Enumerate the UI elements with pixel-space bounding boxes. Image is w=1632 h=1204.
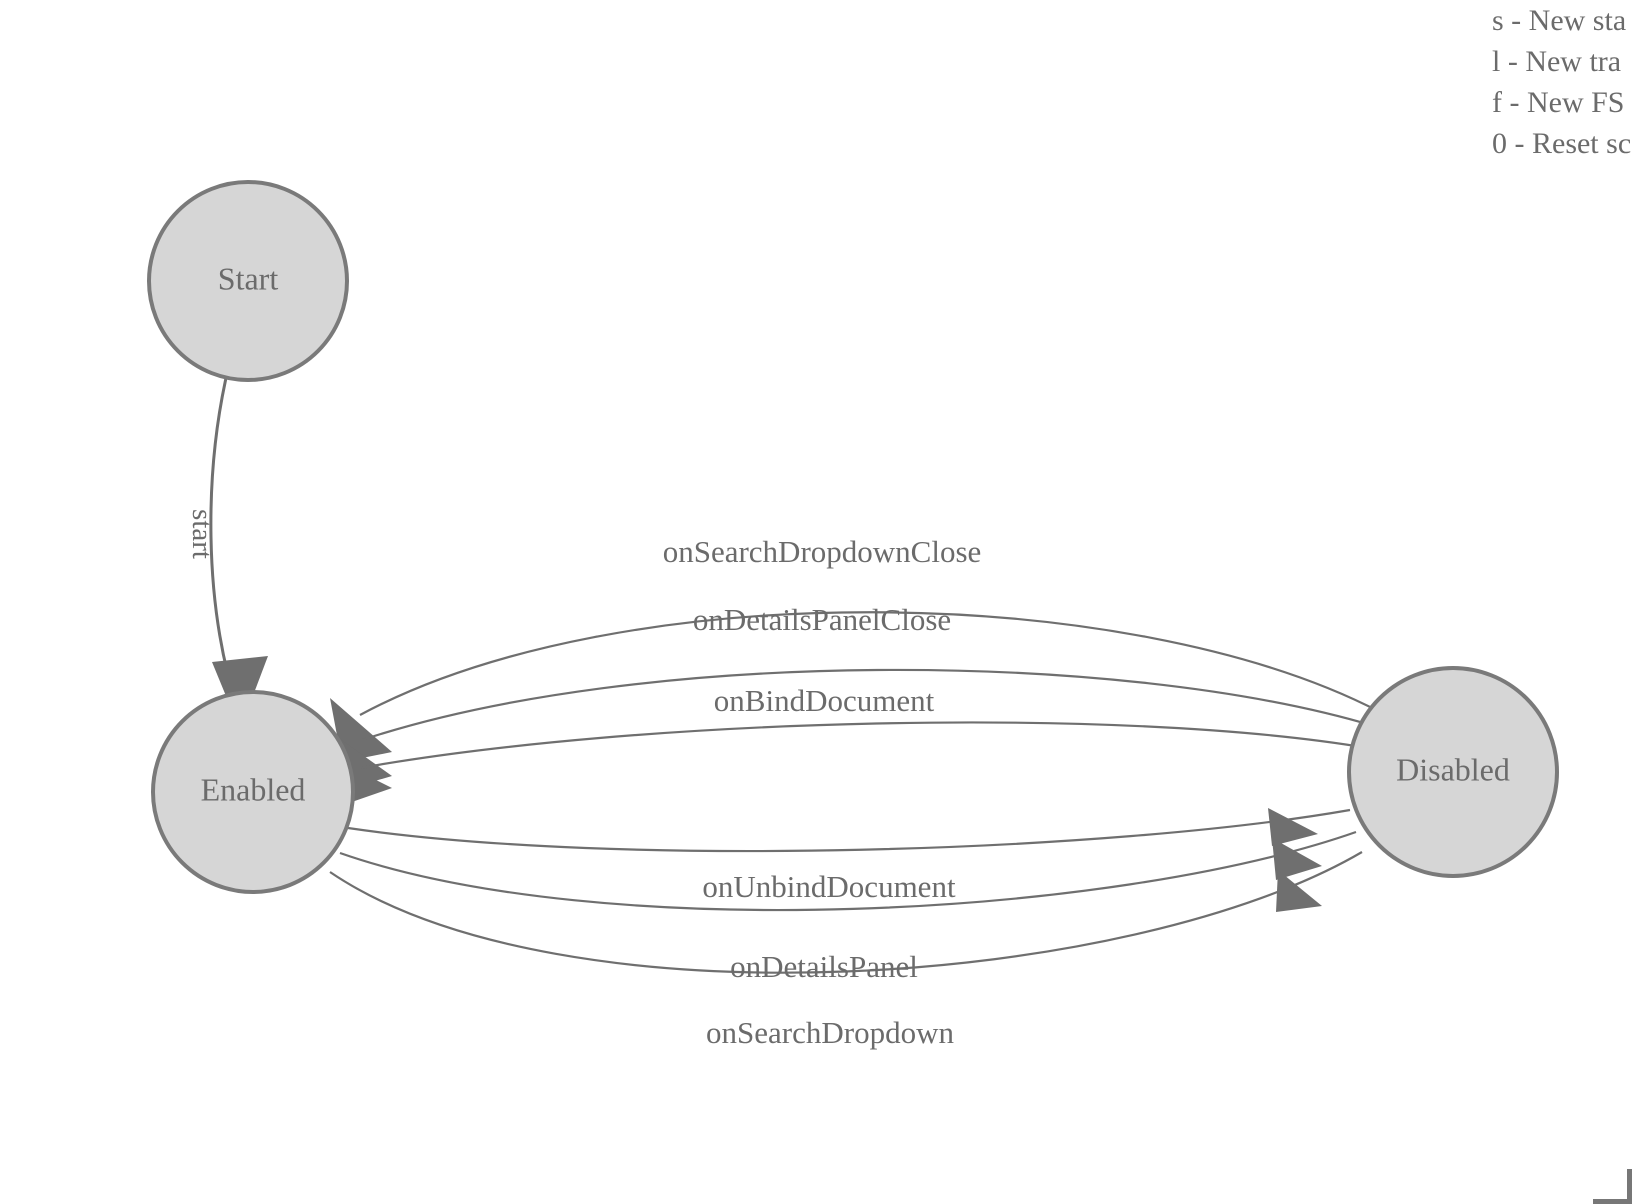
edge-label-onbinddocument: onBindDocument — [714, 683, 935, 718]
node-enabled-label: Enabled — [201, 771, 306, 807]
edge-onbinddocument[interactable] — [340, 721, 1369, 804]
edge-path-onbinddocument — [359, 721, 1369, 770]
legend-line-new-fsm: f - New FS — [1492, 86, 1625, 119]
legend-line-new-transition: l - New tra — [1492, 45, 1622, 78]
node-disabled[interactable]: Disabled — [1347, 666, 1559, 878]
node-enabled[interactable]: Enabled — [151, 690, 355, 894]
legend-line-new-state: s - New sta — [1492, 4, 1627, 37]
edge-path-ondetailspanel — [339, 830, 1357, 912]
edge-label-onsearchdropdown: onSearchDropdown — [706, 1015, 954, 1050]
legend-line-reset: 0 - Reset sc — [1492, 127, 1632, 160]
edge-onsearchdropdown[interactable] — [329, 851, 1363, 974]
edge-label-ondetailspanel: onDetailsPanel — [730, 949, 918, 984]
edge-label-onunbinddocument: onUnbindDocument — [702, 869, 956, 904]
node-start-circle[interactable] — [147, 180, 349, 382]
edge-label-start: start — [186, 509, 218, 559]
node-disabled-label: Disabled — [1396, 751, 1510, 787]
node-start[interactable]: Start — [147, 180, 349, 382]
edge-path-onsearchdropdownclose — [359, 611, 1381, 716]
keyboard-shortcut-legend: s - New sta l - New tra f - New FS 0 - R… — [1492, 0, 1632, 164]
node-start-label: Start — [218, 260, 279, 296]
edge-ondetailspanel[interactable] — [339, 830, 1357, 912]
arrow-head-icon — [1268, 808, 1318, 846]
arrow-head-icon — [1272, 838, 1322, 880]
edge-label-onsearchdropdownclose: onSearchDropdownClose — [663, 534, 982, 569]
arrow-head-icon — [1276, 870, 1322, 912]
edge-onunbinddocument[interactable] — [347, 808, 1351, 853]
node-disabled-circle[interactable] — [1347, 666, 1559, 878]
resize-corner-icon[interactable] — [1593, 1169, 1632, 1204]
node-enabled-circle[interactable] — [151, 690, 355, 894]
edge-path-onsearchdropdown — [329, 851, 1363, 974]
edge-path-onunbinddocument — [347, 808, 1351, 853]
edge-path-ondetailspanelclose — [361, 668, 1375, 742]
edge-label-ondetailspanelclose: onDetailsPanelClose — [693, 602, 951, 637]
edge-start-to-enabled[interactable] — [209, 377, 268, 730]
